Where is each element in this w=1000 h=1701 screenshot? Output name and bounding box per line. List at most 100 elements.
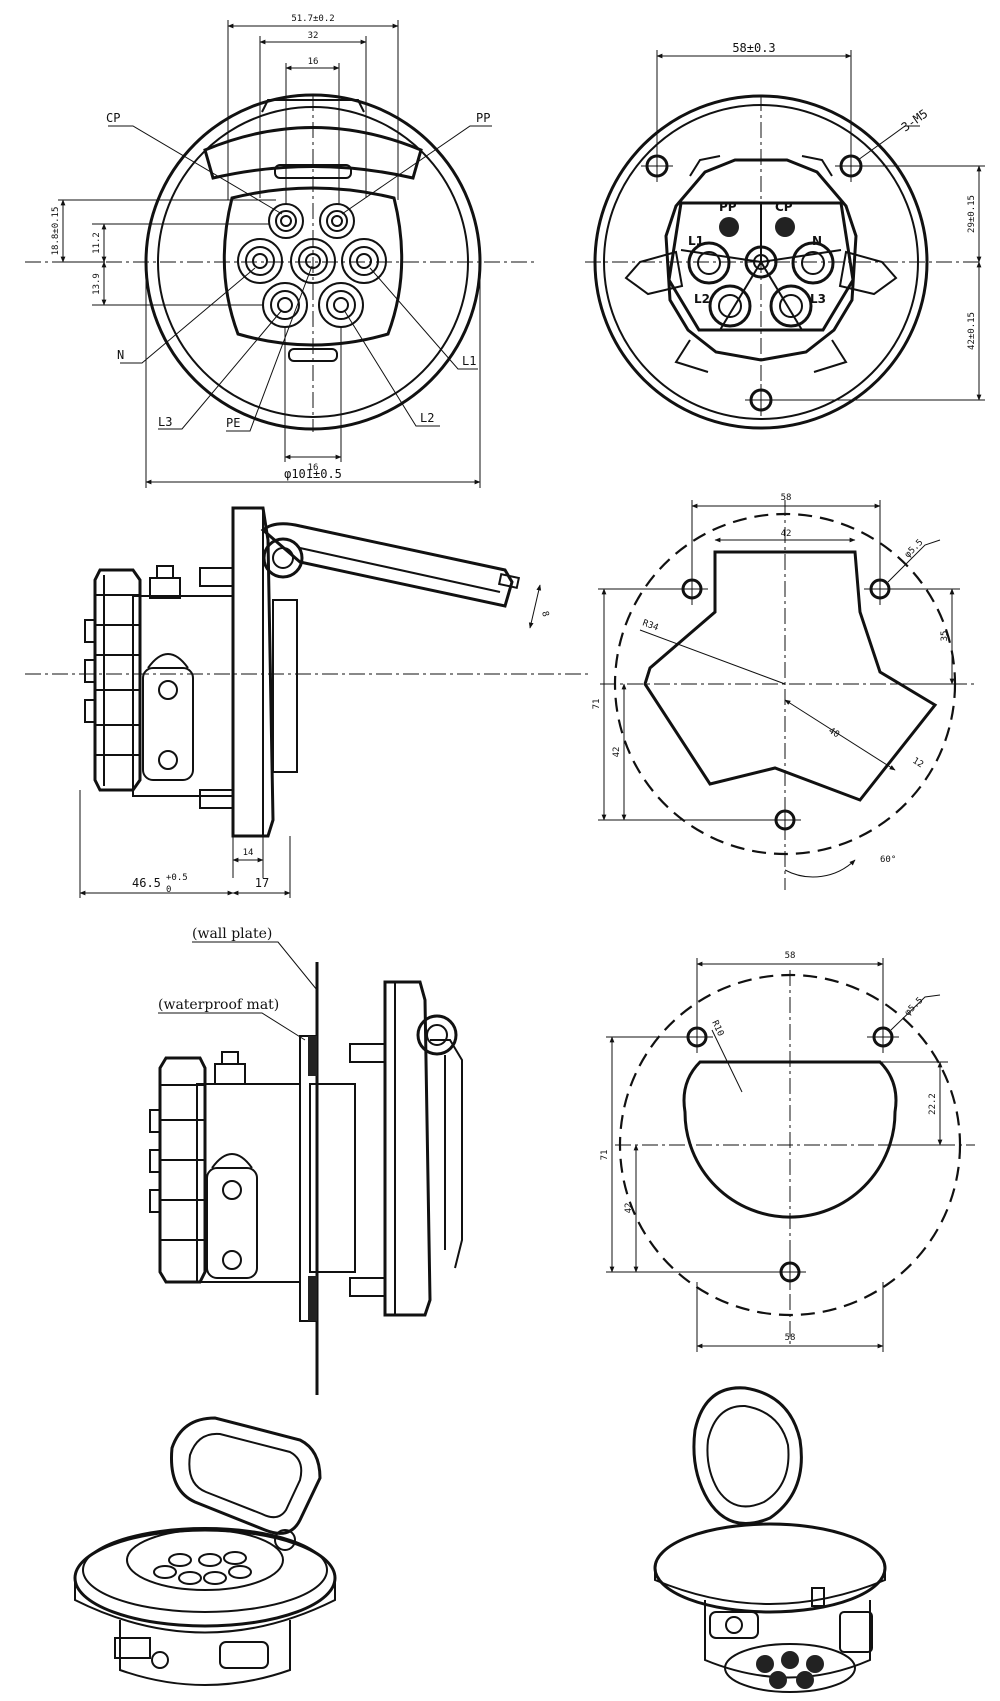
- rear-pin-cp: [775, 217, 795, 237]
- side-view: 8 14 46.5 +0.5 0 17: [25, 506, 588, 898]
- dim-cutout-b-radius: R10: [709, 1019, 725, 1038]
- dim-side-depth-tol2: 0: [166, 885, 171, 895]
- dim-cutout-a-inner: 42: [781, 529, 792, 539]
- assembly-hinge: [416, 1014, 458, 1056]
- rear-center-pe: [744, 245, 778, 279]
- iso-rear-lid: [692, 1386, 803, 1526]
- dim-rear-right-upper: 29±0.15: [967, 195, 977, 233]
- label-l3: L3: [158, 415, 172, 429]
- front-pin-l1: [341, 238, 387, 284]
- rear-label-cp: CP: [775, 200, 793, 214]
- dim-cutout-a-height: 71: [592, 699, 602, 710]
- label-l1: L1: [462, 354, 476, 368]
- side-nut: [93, 568, 142, 792]
- dim-front-h-c: 13.9: [92, 273, 102, 295]
- dim-cutout-b-top: 58: [785, 951, 796, 961]
- rear-pin-l3: [769, 284, 813, 328]
- dim-side-depth: 46.5: [132, 876, 161, 890]
- side-bolt-top: [199, 567, 234, 587]
- front-pin-l2: [318, 282, 364, 328]
- dim-cutout-a-angle: 60°: [880, 855, 896, 865]
- label-n: N: [117, 348, 124, 362]
- rear-pin-pp: [719, 217, 739, 237]
- front-pin-pe: [290, 238, 336, 284]
- rear-ear-left: [624, 250, 684, 296]
- side-hinge: [262, 537, 304, 579]
- rear-outer-flange: [593, 94, 929, 430]
- side-flange: [231, 506, 275, 838]
- rear-label-pp: PP: [719, 200, 737, 214]
- assembly-shaft: [309, 1083, 356, 1273]
- note-waterproof-mat: (waterproof mat): [158, 997, 279, 1013]
- front-pin-l3: [262, 282, 308, 328]
- dim-cutout-a-top: 58: [781, 493, 792, 503]
- front-pin-pp: [319, 203, 355, 239]
- rear-label-l2: L2: [694, 292, 710, 306]
- rear-pin-l2: [708, 284, 752, 328]
- side-body: [132, 595, 234, 797]
- side-rear-boss: [272, 599, 298, 773]
- assembly-clamp: [206, 1167, 258, 1279]
- iso-view-front: [73, 1416, 337, 1686]
- dim-front-diameter: φ101±0.5: [284, 467, 342, 481]
- dim-rear-right-lower: 42±0.15: [967, 312, 977, 350]
- side-clamp: [142, 667, 194, 781]
- assembly-body: [196, 1083, 301, 1283]
- rear-label-n: N: [812, 234, 822, 248]
- iso-rear-nut: [724, 1643, 856, 1693]
- rear-view: PP CP L1 N L2 L3 58±0.3 3-M5 29±0.15 42±…: [585, 41, 985, 430]
- cutout-a-shape: [643, 550, 938, 802]
- assembly-front-flange: [383, 980, 432, 1317]
- dim-side-lid: 8: [539, 610, 550, 618]
- dim-side-front: 17: [255, 876, 269, 890]
- rear-label-l3: L3: [810, 292, 826, 306]
- label-l2: L2: [420, 411, 434, 425]
- rear-pin-n: [791, 241, 835, 285]
- dim-front-h-b: 11.2: [92, 232, 102, 254]
- label-pe: PE: [226, 416, 240, 430]
- assembly-view: (wall plate) (waterproof mat): [149, 926, 463, 1395]
- front-lid-hinge: [203, 126, 423, 180]
- front-pin-n: [237, 238, 283, 284]
- front-bottom-key: [288, 348, 338, 362]
- assembly-bolt-top: [349, 1043, 386, 1063]
- rear-ear-right: [838, 250, 898, 296]
- dim-rear-holes: 3-M5: [899, 106, 931, 134]
- dim-side-flange: 14: [243, 848, 254, 858]
- dim-front-mid: 32: [308, 31, 319, 41]
- assembly-bolt-bottom: [349, 1277, 386, 1297]
- cutout-b: 58 φ5.5 R10 22.2 71 42 58: [600, 951, 975, 1352]
- dim-front-bottom: 16: [308, 463, 319, 473]
- iso-front-lid: [169, 1416, 322, 1535]
- side-lid-open: [260, 522, 514, 608]
- front-socket-face: [222, 186, 404, 347]
- cutout-b-shape: [682, 1060, 898, 1219]
- dim-cutout-b-height: 71: [600, 1150, 610, 1161]
- dim-rear-top: 58±0.3: [732, 41, 775, 55]
- front-latch: [274, 164, 352, 179]
- iso-front-socket: [126, 1529, 284, 1591]
- rear-flange-ring: [603, 104, 919, 420]
- dim-cutout-a-left-lower: 42: [612, 747, 622, 758]
- rear-body: [664, 158, 858, 362]
- rear-label-l1: L1: [688, 234, 704, 248]
- assembly-nut: [158, 1056, 207, 1284]
- dim-front-h-a: 18.8±0.15: [51, 207, 61, 256]
- dim-cutout-a-slot: 40: [826, 726, 840, 740]
- dim-front-outer: 51.7±0.2: [291, 14, 334, 24]
- dim-cutout-b-right: 22.2: [928, 1093, 938, 1115]
- rear-pin-block: [667, 201, 855, 332]
- note-wall-plate: (wall plate): [192, 926, 272, 942]
- dim-front-inner: 16: [308, 57, 319, 67]
- label-cp: CP: [106, 111, 120, 125]
- iso-front-body: [119, 1620, 291, 1686]
- iso-view-rear: [653, 1386, 887, 1693]
- front-flange-ring: [157, 106, 469, 418]
- dim-side-depth-tol: +0.5: [166, 873, 188, 883]
- dim-cutout-b-bottom: 58: [785, 1333, 796, 1343]
- front-lid-tab: [261, 99, 365, 113]
- dim-cutout-a-hole: φ5.5: [903, 538, 925, 560]
- iso-rear-body: [704, 1600, 871, 1679]
